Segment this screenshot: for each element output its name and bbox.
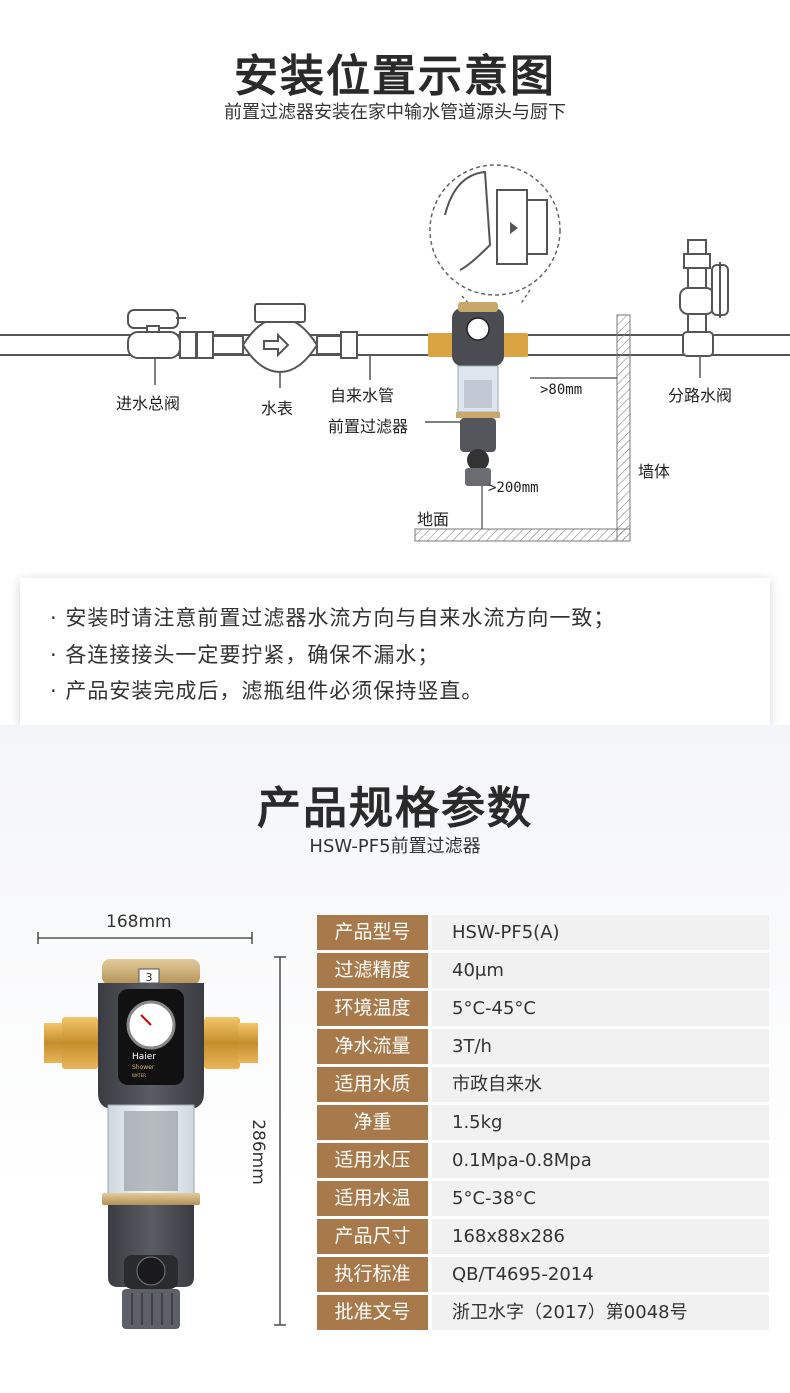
wall-graphic <box>414 314 631 542</box>
specs-subtitle: HSW-PF5前置过滤器 <box>309 836 481 857</box>
spec-key: 净水流量 <box>317 1029 428 1064</box>
spec-value: 40μm <box>432 953 769 988</box>
zoom-detail-graphic <box>429 164 561 306</box>
spec-row: 执行标准 QB/T4695-2014 <box>317 1257 769 1292</box>
spec-key: 适用水压 <box>317 1143 428 1178</box>
spec-value: 1.5kg <box>432 1105 769 1140</box>
label-front-filter: 前置过滤器 <box>328 417 409 436</box>
spec-value: 5°C-38°C <box>432 1181 769 1216</box>
width-dimension: 168mm <box>106 912 172 932</box>
spec-key: 环境温度 <box>317 991 428 1026</box>
spec-row: 批准文号 浙卫水字（2017）第0048号 <box>317 1295 769 1330</box>
spec-row: 环境温度 5°C-45°C <box>317 991 769 1026</box>
brand-text: Haier <box>132 1052 156 1062</box>
width-dim-line <box>37 932 253 944</box>
spec-key: 适用水温 <box>317 1181 428 1216</box>
spec-key: 适用水质 <box>317 1067 428 1102</box>
spec-value: 5°C-45°C <box>432 991 769 1026</box>
spec-value: 3T/h <box>432 1029 769 1064</box>
main-valve-graphic <box>127 309 197 359</box>
branch-valve-graphic <box>679 239 729 357</box>
note-item: · 产品安装完成后，滤瓶组件必须保持竖直。 <box>50 679 484 703</box>
dial-number: 3 <box>146 971 153 984</box>
spec-row: 适用水压 0.1Mpa-0.8Mpa <box>317 1143 769 1178</box>
product-image: 3 Haier Shower WATER <box>44 959 258 1329</box>
main-pipe <box>0 334 790 356</box>
spec-value: 0.1Mpa-0.8Mpa <box>432 1143 769 1178</box>
label-main-valve: 进水总阀 <box>116 394 181 413</box>
spec-key: 过滤精度 <box>317 953 428 988</box>
spec-key: 产品型号 <box>317 915 428 950</box>
spec-key: 执行标准 <box>317 1257 428 1292</box>
brand-line3: WATER <box>132 1073 146 1078</box>
label-tap-pipe: 自来水管 <box>330 386 395 405</box>
spec-value: QB/T4695-2014 <box>432 1257 769 1292</box>
label-water-meter: 水表 <box>261 399 294 418</box>
install-subtitle: 前置过滤器安装在家中输水管道源头与厨下 <box>224 102 566 123</box>
label-dist-ground: >200mm <box>488 480 539 496</box>
spec-row: 过滤精度 40μm <box>317 953 769 988</box>
spec-row: 净水流量 3T/h <box>317 1029 769 1064</box>
spec-value: 浙卫水字（2017）第0048号 <box>432 1295 769 1330</box>
spec-value: 市政自来水 <box>432 1067 769 1102</box>
note-item: · 各连接接头一定要拧紧，确保不漏水； <box>50 643 440 667</box>
spec-value: HSW-PF5(A) <box>432 915 769 950</box>
brand-line2: Shower <box>132 1064 155 1071</box>
spec-key: 产品尺寸 <box>317 1219 428 1254</box>
label-wall: 墙体 <box>638 462 671 481</box>
label-dist-wall: >80mm <box>540 382 583 398</box>
notes-card: · 安装时请注意前置过滤器水流方向与自来水流方向一致； · 各连接接头一定要拧紧… <box>20 578 770 726</box>
spec-row: 产品型号 HSW-PF5(A) <box>317 915 769 950</box>
spec-row: 适用水质 市政自来水 <box>317 1067 769 1102</box>
spec-row: 适用水温 5°C-38°C <box>317 1181 769 1216</box>
height-dim-line <box>274 956 286 1326</box>
specs-title: 产品规格参数 <box>257 783 533 834</box>
label-branch-valve: 分路水阀 <box>668 386 733 405</box>
water-meter-graphic <box>196 303 358 374</box>
filter-graphic <box>428 302 528 486</box>
label-ground: 地面 <box>417 510 450 529</box>
install-title: 安装位置示意图 <box>234 51 556 102</box>
note-item: · 安装时请注意前置过滤器水流方向与自来水流方向一致； <box>50 606 616 630</box>
install-diagram <box>0 164 790 542</box>
spec-row: 产品尺寸 168x88x286 <box>317 1219 769 1254</box>
spec-value: 168x88x286 <box>432 1219 769 1254</box>
spec-key: 批准文号 <box>317 1295 428 1330</box>
spec-key: 净重 <box>317 1105 428 1140</box>
spec-row: 净重 1.5kg <box>317 1105 769 1140</box>
